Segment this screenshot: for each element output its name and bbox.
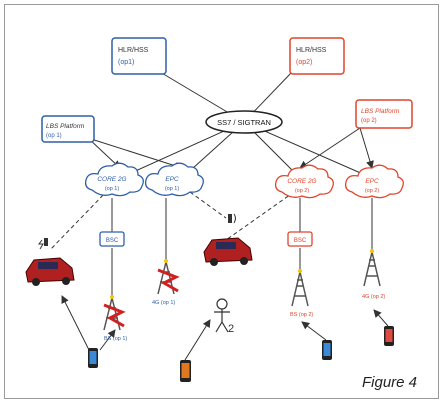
phone-links: [61, 295, 389, 361]
enb-left-label: 4G (op 1): [152, 300, 175, 306]
lbs-left-sub: (op 1): [46, 133, 62, 139]
dashed-links: [49, 189, 295, 251]
lbs-left-box: LBS Platform (op 1): [41, 115, 95, 143]
car-left-icon: [25, 238, 75, 286]
epc-left-sub: (op 1): [165, 186, 180, 192]
bsc-right-label: BSC: [294, 238, 307, 244]
hlr-left-sub: (op1): [118, 59, 134, 66]
tower-left-2g-icon: BS (op 1): [103, 295, 127, 342]
bts-left-label: BS (op 1): [104, 336, 127, 342]
lbs-right-title: LBS Platform: [361, 108, 400, 115]
phone-1-icon: [88, 348, 98, 368]
core-right-title: CORE 2G: [287, 178, 316, 185]
svg-text:2: 2: [228, 323, 234, 335]
hlr-left-box: HLR/HSS (op1): [111, 37, 167, 75]
signalling-hub: SS7 / SIGTRAN: [205, 110, 283, 134]
cloud-epc-right: EPC (op 2): [344, 164, 404, 199]
tower-left-4g-icon: 4G (op 1): [152, 259, 180, 306]
hlr-right-box: HLR/HSS (op2): [289, 37, 345, 75]
hlr-right-sub: (op2): [296, 59, 312, 66]
tower-right-4g-icon: 4G (op 2): [362, 249, 385, 300]
bts-right-label: BS (op 2): [290, 312, 313, 318]
signalling-label: SS7 / SIGTRAN: [217, 118, 271, 127]
lbs-left-title: LBS Platform: [46, 123, 85, 130]
epc-right-sub: (op 2): [365, 188, 380, 194]
cloud-core-left: CORE 2G (op 1): [84, 162, 144, 197]
phone-3-icon: [322, 340, 332, 360]
tower-right-2g-icon: BS (op 2): [290, 269, 313, 318]
car-center-icon: [203, 213, 253, 266]
bsc-right-box: BSC: [287, 231, 313, 247]
bsc-left-box: BSC: [99, 231, 125, 247]
core-left-title: CORE 2G: [97, 176, 126, 183]
person-icon: 2: [214, 298, 234, 335]
lbs-right-box: LBS Platform (op 2): [355, 99, 413, 129]
cloud-epc-left: EPC (op 1): [144, 162, 204, 197]
bsc-left-label: BSC: [106, 238, 119, 244]
core-right-sub: (op 2): [295, 188, 310, 194]
phone-4-icon: [384, 326, 394, 346]
core-left-sub: (op 1): [105, 186, 120, 192]
enb-right-label: 4G (op 2): [362, 294, 385, 300]
figure-caption: Figure 4: [362, 374, 418, 391]
lbs-right-sub: (op 2): [361, 118, 377, 124]
hlr-left-title: HLR/HSS: [118, 47, 149, 54]
cloud-core-right: CORE 2G (op 2): [274, 164, 334, 199]
phone-2-icon: [180, 360, 191, 382]
epc-left-title: EPC: [165, 176, 179, 183]
hlr-right-title: HLR/HSS: [296, 47, 327, 54]
epc-right-title: EPC: [365, 178, 379, 185]
diagram-frame: [4, 4, 439, 399]
